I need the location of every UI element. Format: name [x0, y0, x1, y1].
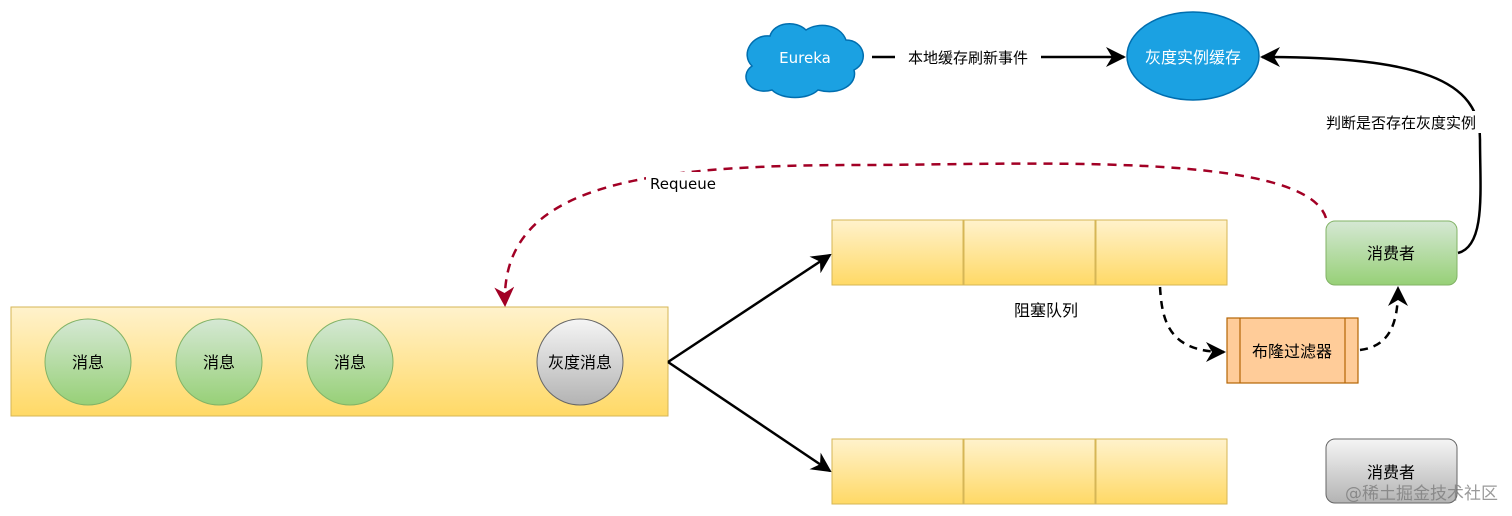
message-node: 消息 — [44, 318, 132, 406]
message-label: 消息 — [72, 353, 104, 372]
consumer-inactive: 消费者 — [1325, 438, 1458, 504]
consumer-label: 消费者 — [1367, 463, 1415, 482]
eureka-label: Eureka — [779, 49, 831, 67]
requeue-label: Requeue — [650, 175, 716, 193]
bloom-filter: 布隆过滤器 — [1226, 317, 1359, 384]
message-label: 消息 — [203, 353, 235, 372]
filter-path — [1158, 286, 1408, 362]
gray-message-label: 灰度消息 — [548, 353, 612, 372]
consumer-label: 消费者 — [1367, 244, 1415, 263]
refresh-edge-label: 本地缓存刷新事件 — [908, 49, 1028, 67]
eureka-cloud-icon — [745, 23, 864, 99]
message-node: 消息 — [175, 318, 263, 406]
consumer-active: 消费者 — [1325, 220, 1458, 286]
blocking-queue-bottom — [831, 438, 1228, 505]
source-queue: 消息 消息 消息 灰度消息 — [10, 306, 669, 417]
blocking-queue-top — [831, 219, 1228, 286]
message-label: 消息 — [334, 353, 366, 372]
refresh-edge: 本地缓存刷新事件 — [872, 46, 1126, 68]
eureka-cloud: Eureka — [745, 23, 864, 99]
check-edge: 判断是否存在灰度实例 — [1260, 47, 1490, 255]
dispatch-arrows — [667, 253, 832, 473]
gray-instance-cache: 灰度实例缓存 — [1126, 11, 1260, 101]
gray-message-node: 灰度消息 — [536, 318, 624, 406]
blocking-queue-label: 阻塞队列 — [1014, 301, 1078, 320]
requeue-edge: Requeue — [494, 162, 1328, 307]
check-edge-label: 判断是否存在灰度实例 — [1326, 114, 1476, 132]
watermark: @稀土掘金技术社区 — [1345, 484, 1498, 504]
cache-label: 灰度实例缓存 — [1145, 48, 1241, 67]
message-node: 消息 — [306, 318, 394, 406]
bloom-filter-label: 布隆过滤器 — [1252, 342, 1332, 361]
